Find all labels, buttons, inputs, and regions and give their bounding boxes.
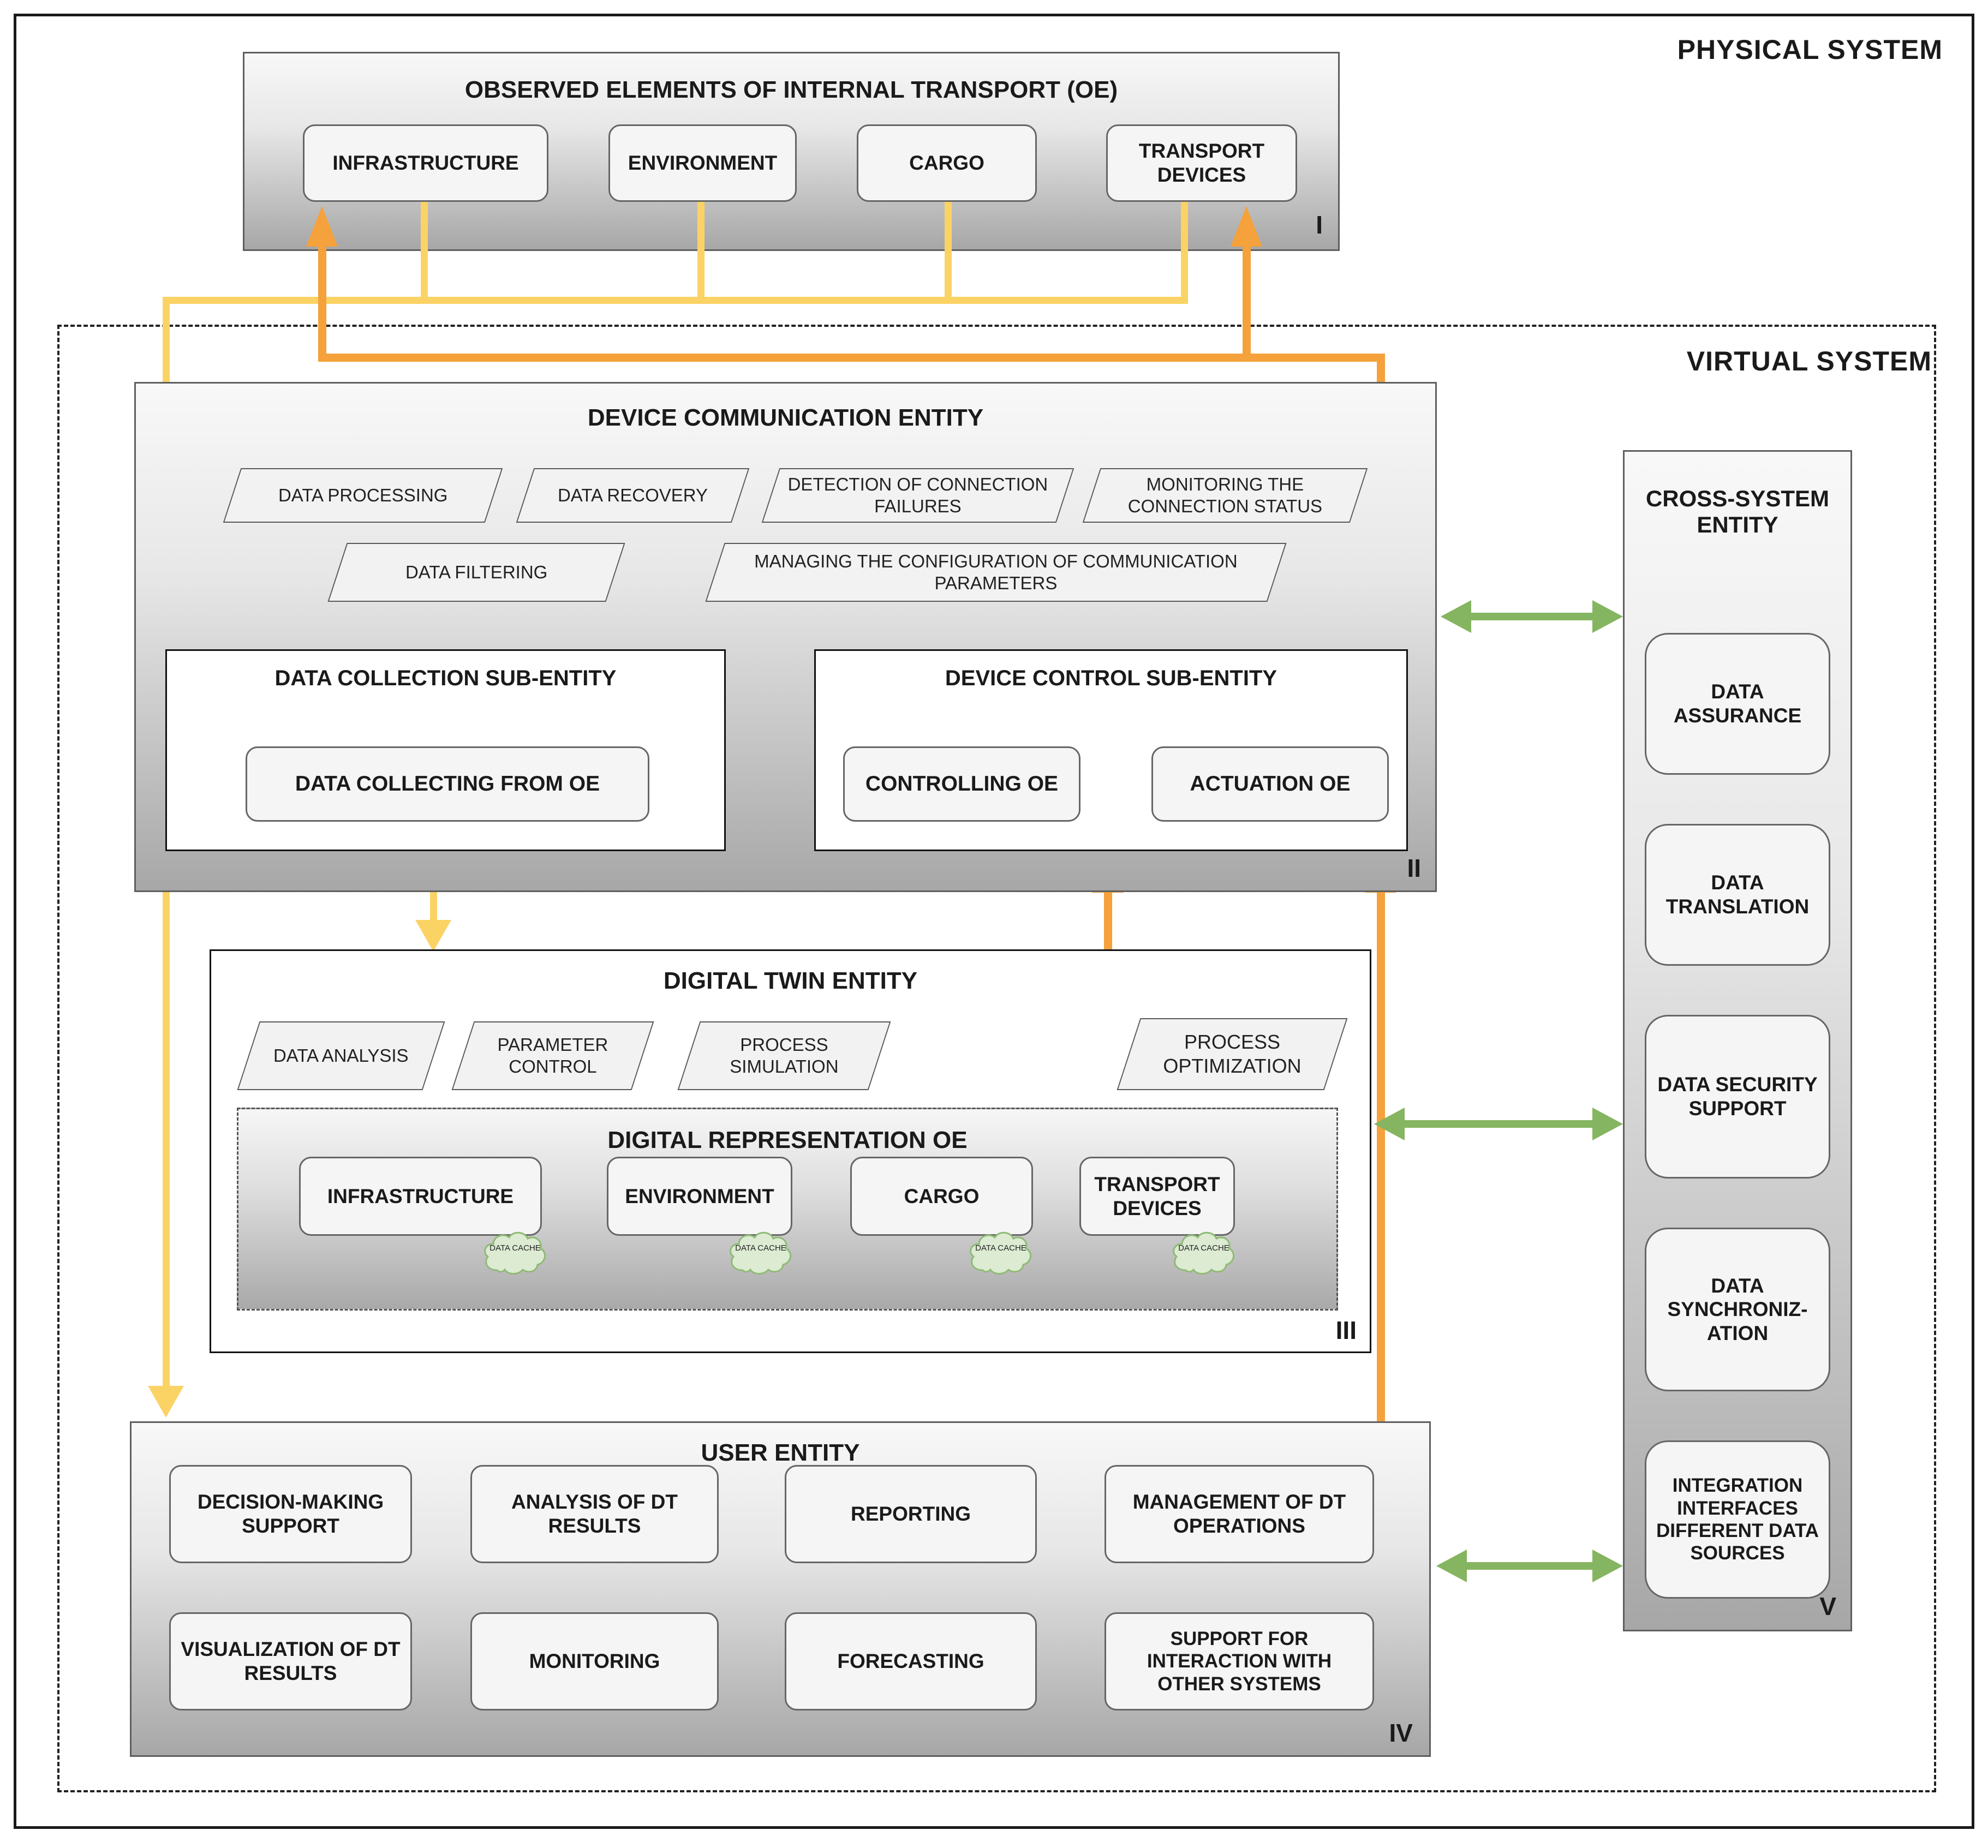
data-cache-cloud-environment: DATA CACHE bbox=[725, 1228, 797, 1279]
green-arrowhead-right bbox=[1592, 1550, 1623, 1582]
digital-twin-title: DIGITAL TWIN ENTITY bbox=[663, 967, 918, 994]
user-entity-title: USER ENTITY bbox=[701, 1439, 860, 1466]
orange-arrowhead-into-infrastructure bbox=[306, 206, 338, 247]
orange-control-line bbox=[1104, 888, 1112, 950]
yellow-flow-line bbox=[697, 202, 705, 301]
yellow-flow-line bbox=[163, 851, 170, 1387]
cross-data-security-box: DATA SECURITY SUPPORT bbox=[1645, 1015, 1830, 1179]
function-label: DATA ANALYSIS bbox=[273, 1045, 409, 1066]
function-label: MANAGING THE CONFIGURATION OF COMMUNICAT… bbox=[754, 551, 1238, 593]
numeral-IV: IV bbox=[1389, 1719, 1413, 1747]
function-label: PROCESS OPTIMIZATION bbox=[1163, 1031, 1302, 1077]
oe-transport-devices-box: TRANSPORT DEVICES bbox=[1106, 124, 1297, 202]
orange-control-line bbox=[1243, 244, 1251, 362]
green-link-digital-twin bbox=[1401, 1120, 1596, 1128]
data-cache-label: DATA CACHE bbox=[735, 1243, 786, 1253]
user-monitoring-box: MONITORING bbox=[470, 1612, 719, 1711]
cross-system-title: CROSS-SYSTEM ENTITY bbox=[1645, 486, 1830, 537]
yellow-arrowhead-into-user-entity bbox=[148, 1386, 184, 1418]
data-cache-label: DATA CACHE bbox=[975, 1243, 1026, 1253]
yellow-arrowhead-into-digital-twin bbox=[415, 920, 451, 952]
function-detection-connection-failures: DETECTION OF CONNECTION FAILURES bbox=[761, 468, 1074, 523]
oe-infrastructure-box: INFRASTRUCTURE bbox=[303, 124, 548, 202]
oe-cargo-box: CARGO bbox=[857, 124, 1037, 202]
oe-environment-box: ENVIRONMENT bbox=[608, 124, 797, 202]
function-process-optimization: PROCESS OPTIMIZATION bbox=[1117, 1018, 1348, 1090]
function-data-filtering: DATA FILTERING bbox=[327, 543, 625, 602]
data-cache-cloud-transport-devices: DATA CACHE bbox=[1168, 1228, 1240, 1279]
virtual-system-label: VIRTUAL SYSTEM bbox=[1686, 346, 1932, 376]
green-link-user-entity bbox=[1462, 1562, 1596, 1570]
function-data-analysis: DATA ANALYSIS bbox=[237, 1021, 445, 1090]
yellow-flow-line bbox=[421, 202, 428, 301]
numeral-III: III bbox=[1335, 1316, 1357, 1344]
user-visualization-dt-results-box: VISUALIZATION OF DT RESULTS bbox=[169, 1612, 412, 1711]
user-management-dt-operations-box: MANAGEMENT OF DT OPERATIONS bbox=[1105, 1465, 1374, 1563]
actuation-oe-box: ACTUATION OE bbox=[1151, 746, 1389, 822]
function-label: PROCESS SIMULATION bbox=[730, 1034, 839, 1076]
function-label: DATA PROCESSING bbox=[278, 485, 448, 505]
physical-system-label: PHYSICAL SYSTEM bbox=[1677, 34, 1943, 65]
device-control-title: DEVICE CONTROL SUB-ENTITY bbox=[945, 666, 1277, 690]
function-label: DETECTION OF CONNECTION FAILURES bbox=[787, 474, 1048, 516]
numeral-I: I bbox=[1316, 211, 1323, 239]
yellow-flow-bus bbox=[163, 297, 1188, 304]
orange-control-line bbox=[318, 244, 326, 362]
orange-control-bus bbox=[318, 354, 1385, 362]
rep-transport-devices-box: TRANSPORT DEVICES bbox=[1079, 1157, 1235, 1236]
green-arrowhead-left bbox=[1441, 600, 1471, 633]
data-collecting-from-oe-box: DATA COLLECTING FROM OE bbox=[246, 746, 649, 822]
user-decision-making-box: DECISION-MAKING SUPPORT bbox=[169, 1465, 412, 1563]
observed-elements-title: OBSERVED ELEMENTS OF INTERNAL TRANSPORT … bbox=[464, 76, 1118, 103]
data-cache-cloud-cargo: DATA CACHE bbox=[965, 1228, 1037, 1279]
cross-data-translation-box: DATA TRANSLATION bbox=[1645, 824, 1830, 966]
green-arrowhead-left bbox=[1374, 1108, 1405, 1140]
numeral-II: II bbox=[1407, 854, 1421, 882]
yellow-flow-line bbox=[1181, 202, 1188, 301]
digital-representation-title: DIGITAL REPRESENTATION OE bbox=[607, 1127, 968, 1153]
numeral-V: V bbox=[1819, 1592, 1836, 1620]
data-collection-title: DATA COLLECTION SUB-ENTITY bbox=[274, 666, 617, 690]
function-label: DATA RECOVERY bbox=[557, 485, 708, 505]
rep-environment-box: ENVIRONMENT bbox=[607, 1157, 792, 1236]
orange-arrowhead-into-transport-devices bbox=[1231, 206, 1262, 247]
user-support-interaction-box: SUPPORT FOR INTERACTION WITH OTHER SYSTE… bbox=[1105, 1612, 1374, 1711]
cross-data-assurance-box: DATA ASSURANCE bbox=[1645, 633, 1830, 775]
yellow-flow-line bbox=[945, 202, 952, 301]
function-data-recovery: DATA RECOVERY bbox=[516, 468, 750, 523]
user-reporting-box: REPORTING bbox=[785, 1465, 1037, 1563]
function-monitoring-connection-status: MONITORING THE CONNECTION STATUS bbox=[1082, 468, 1368, 523]
function-data-processing: DATA PROCESSING bbox=[223, 468, 503, 523]
function-managing-configuration: MANAGING THE CONFIGURATION OF COMMUNICAT… bbox=[705, 543, 1287, 602]
controlling-oe-box: CONTROLLING OE bbox=[843, 746, 1080, 822]
green-arrowhead-right bbox=[1592, 600, 1623, 633]
user-forecasting-box: FORECASTING bbox=[785, 1612, 1037, 1711]
cross-integration-interfaces-box: INTEGRATION INTERFACES DIFFERENT DATA SO… bbox=[1645, 1440, 1830, 1599]
user-analysis-dt-results-box: ANALYSIS OF DT RESULTS bbox=[470, 1465, 719, 1563]
cross-data-synchronization-box: DATA SYNCHRONIZ-ATION bbox=[1645, 1228, 1830, 1391]
function-parameter-control: PARAMETER CONTROL bbox=[451, 1021, 654, 1090]
function-label: MONITORING THE CONNECTION STATUS bbox=[1127, 474, 1323, 516]
rep-infrastructure-box: INFRASTRUCTURE bbox=[299, 1157, 542, 1236]
green-link-device-comm bbox=[1467, 613, 1598, 620]
orange-control-line bbox=[1377, 888, 1385, 1423]
data-cache-cloud-infrastructure: DATA CACHE bbox=[479, 1228, 551, 1279]
data-cache-label: DATA CACHE bbox=[489, 1243, 541, 1253]
device-communication-title: DEVICE COMMUNICATION ENTITY bbox=[587, 404, 984, 431]
function-label: PARAMETER CONTROL bbox=[497, 1034, 608, 1076]
green-arrowhead-left bbox=[1436, 1550, 1467, 1582]
data-cache-label: DATA CACHE bbox=[1178, 1243, 1229, 1253]
rep-cargo-box: CARGO bbox=[850, 1157, 1033, 1236]
function-process-simulation: PROCESS SIMULATION bbox=[677, 1021, 891, 1090]
function-label: DATA FILTERING bbox=[405, 561, 548, 582]
green-arrowhead-right bbox=[1592, 1108, 1623, 1140]
virtual-system-frame bbox=[57, 325, 1936, 1792]
